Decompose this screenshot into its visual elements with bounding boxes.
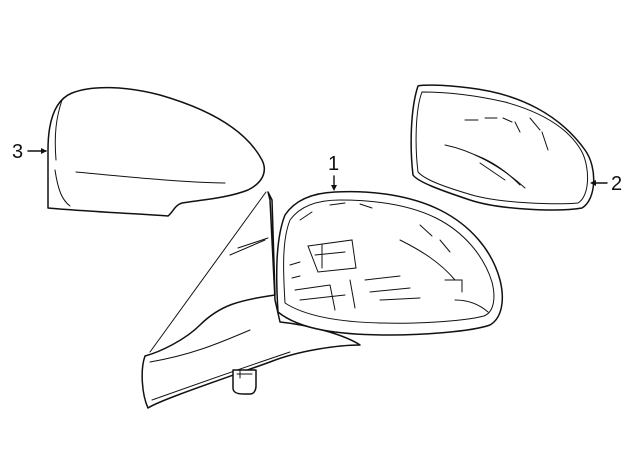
callout-2: 2 (590, 173, 622, 195)
callout-label-2: 2 (611, 173, 622, 195)
mirror-glass-part[interactable] (410, 84, 595, 211)
callout-1: 1 (328, 153, 339, 191)
mirror-housing-assembly-part[interactable] (141, 190, 503, 409)
callout-label-3: 3 (12, 141, 23, 163)
mirror-cover-part[interactable] (47, 86, 266, 217)
callout-3: 3 (12, 141, 47, 163)
callout-label-1: 1 (328, 153, 339, 175)
